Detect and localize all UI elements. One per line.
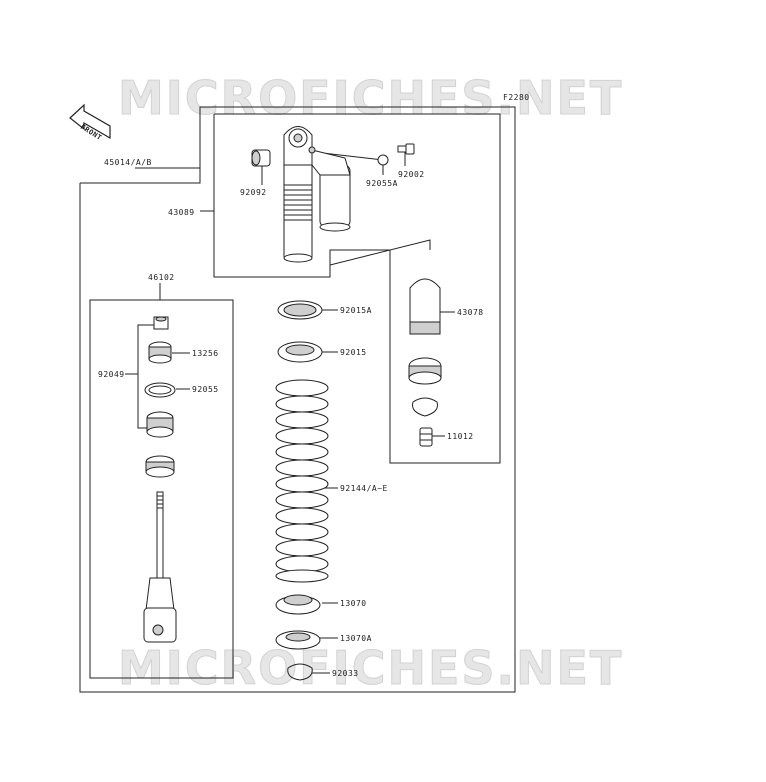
spring-seat-13070A [275, 630, 321, 650]
label-92015A: 92015A [340, 306, 372, 315]
label-13256: 13256 [192, 349, 219, 358]
circlip-92033 [287, 663, 313, 681]
nut-top [153, 316, 169, 330]
label-92033: 92033 [332, 669, 359, 678]
reservoir-end-cap [408, 357, 442, 385]
bolt-92002 [397, 143, 415, 155]
assembly-frame-upper [214, 113, 501, 464]
locknut-92015 [277, 341, 323, 363]
label-92055: 92055 [192, 385, 219, 394]
watermark-bottom: MICROFICHES.NET [118, 641, 623, 695]
collar-92092 [251, 149, 271, 167]
label-13070A: 13070A [340, 634, 372, 643]
label-13070: 13070 [340, 599, 367, 608]
piston-block [146, 411, 174, 438]
reservoir-43078 [409, 278, 441, 335]
shock-body-43089 [283, 126, 351, 263]
spring-seat-13070 [275, 594, 321, 615]
label-11012: 11012 [447, 432, 474, 441]
label-43078: 43078 [457, 308, 484, 317]
label-92144: 92144/A~E [340, 484, 388, 493]
label-92092: 92092 [240, 188, 267, 197]
o-ring-92055A [377, 154, 389, 166]
adjuster-ring-92015A [277, 300, 323, 320]
assembly-frame-rod [89, 299, 234, 679]
label-92049: 92049 [98, 370, 125, 379]
rod-seal [145, 455, 175, 478]
bushing-13256 [148, 341, 172, 364]
piston-rod [143, 491, 177, 643]
label-92055A: 92055A [366, 179, 398, 188]
snap-ring [412, 397, 438, 417]
label-45014: 45014/A/B [104, 158, 152, 167]
front-arrow-icon: FRONT [69, 103, 111, 142]
valve-11012 [419, 427, 433, 447]
label-46102: 46102 [148, 273, 175, 282]
figure-code: F2280 [503, 93, 530, 102]
watermark-top: MICROFICHES.NET [118, 71, 623, 125]
label-92002: 92002 [398, 170, 425, 179]
label-92015: 92015 [340, 348, 367, 357]
label-43089: 43089 [168, 208, 195, 217]
assembly-frame-outer [79, 106, 516, 693]
coil-spring-92144 [275, 379, 329, 583]
